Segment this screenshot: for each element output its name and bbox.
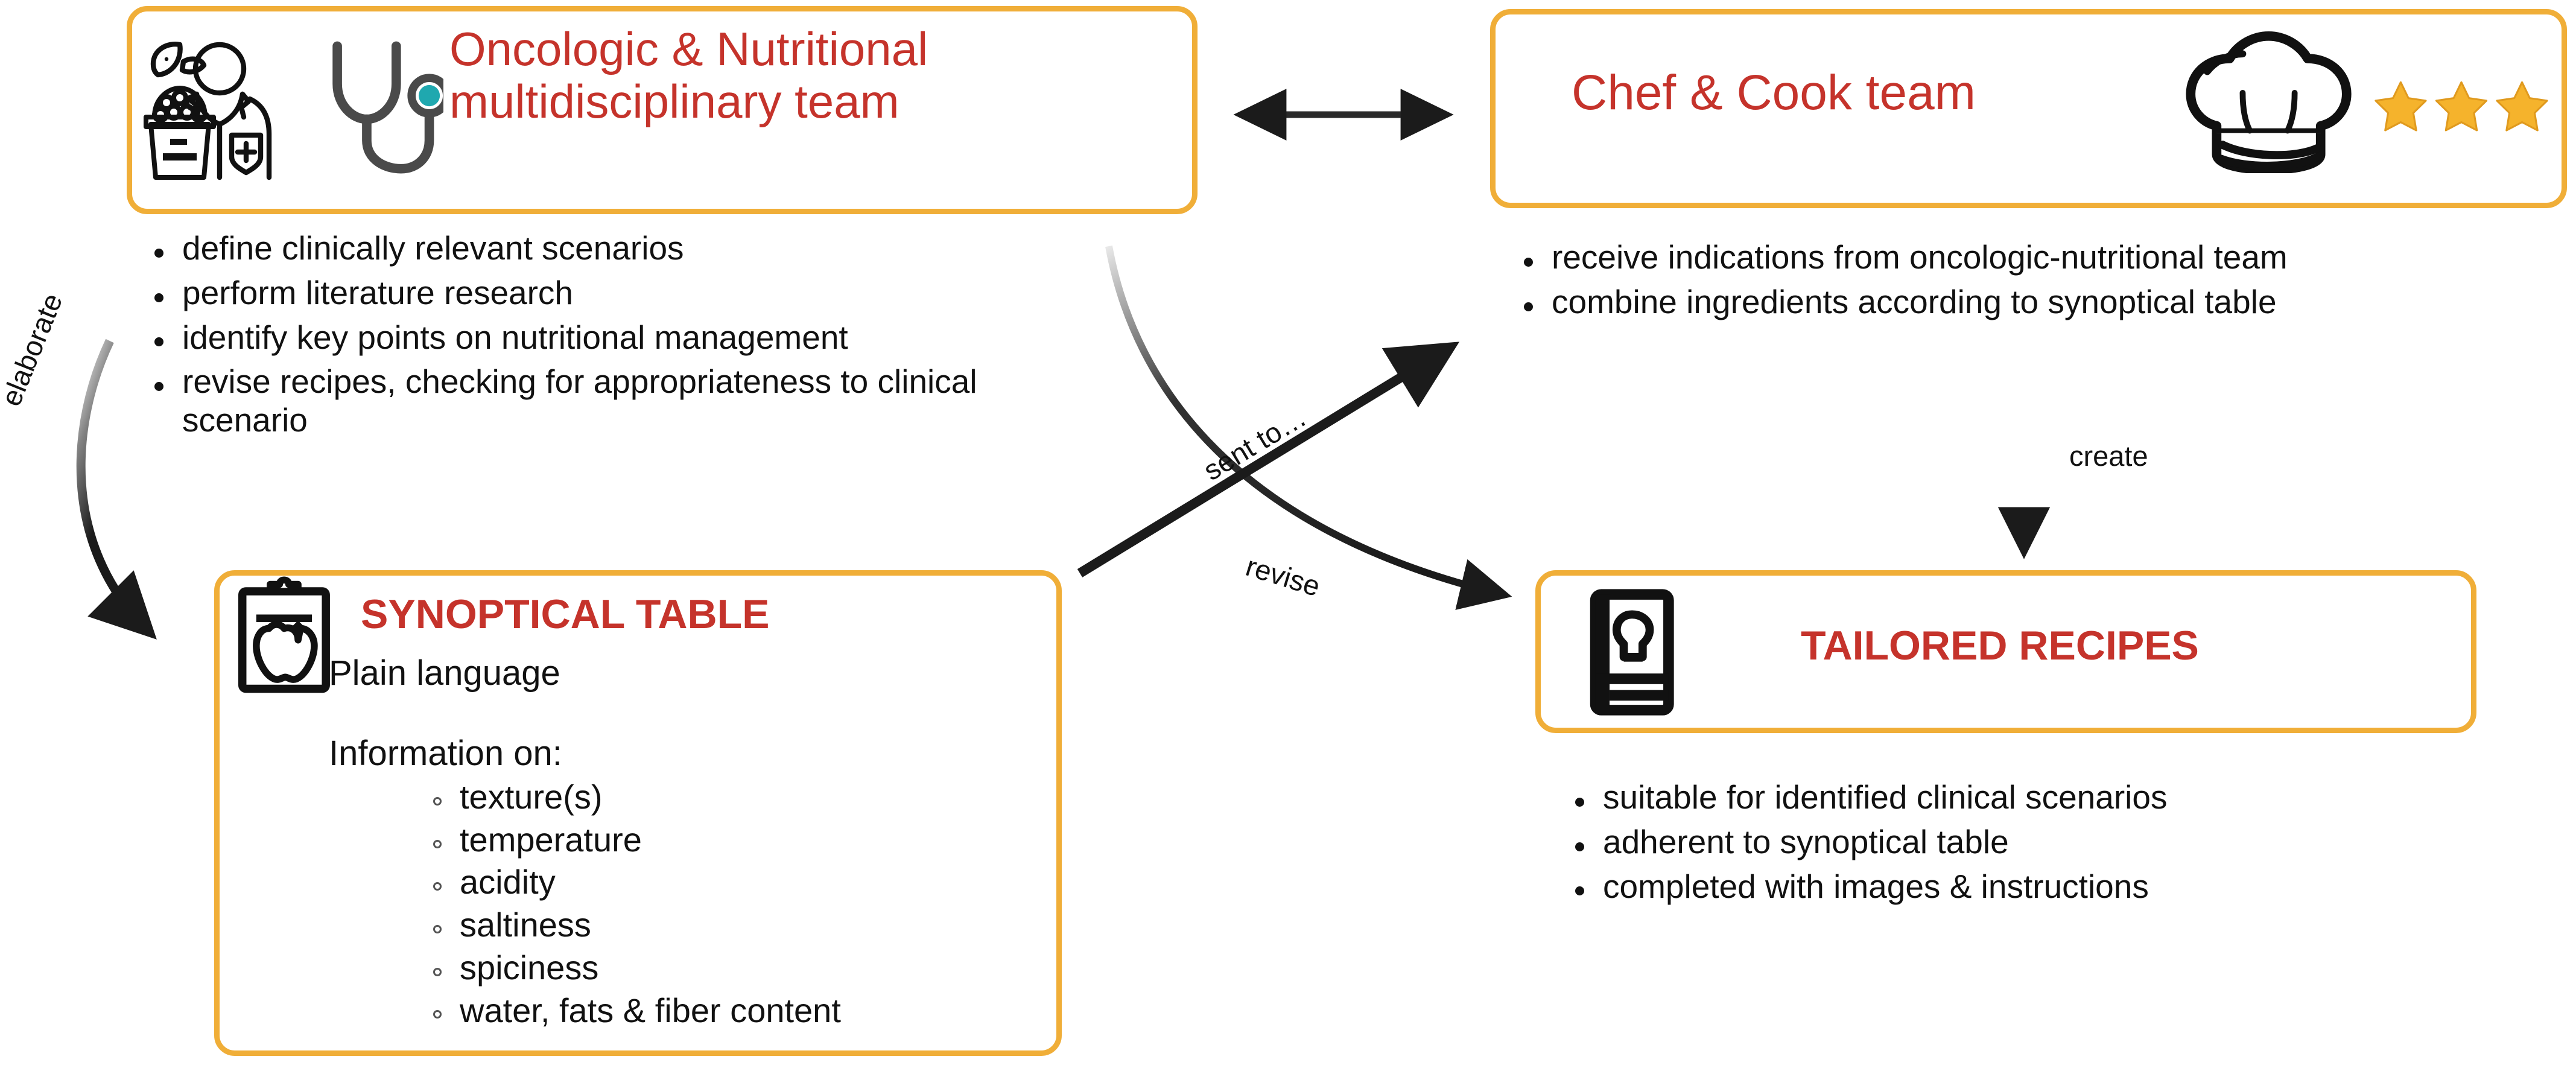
chef-team-bullets: receive indications from oncologic-nutri… [1514,238,2552,328]
revise-label: revise [1242,549,1324,603]
list-item: identify key points on nutritional manag… [145,319,1086,357]
chef-hat-icon [2181,31,2359,174]
chef-team-title: Chef & Cook team [1572,65,1976,121]
list-item: combine ingredients according to synopti… [1514,283,2552,322]
oncologic-team-card[interactable] [127,6,1198,214]
list-item: temperature [422,821,1044,859]
create-label: create [2069,440,2148,472]
list-item: water, fats & fiber content [422,991,1044,1030]
list-item: acidity [422,863,1044,901]
oncologic-team-title-line2: multidisciplinary team [449,75,899,129]
list-item: texture(s) [422,778,1044,816]
oncologic-team-title: Oncologic & Nutritional multidisciplinar… [449,22,1182,129]
recipe-book-icon [1584,588,1692,716]
sent-to-arrow [1077,342,1460,577]
synoptical-table-items: texture(s) temperature acidity saltiness… [422,778,1044,1034]
clipboard-apple-icon [235,576,347,697]
list-item: receive indications from oncologic-nutri… [1514,238,2552,277]
list-item: perform literature research [145,274,1086,313]
oncologic-team-title-line1: Oncologic & Nutritional [449,22,928,75]
elaborate-arrow [76,338,157,640]
synoptical-table-section-label: Information on: [329,734,562,773]
chef-team-title-text: Chef & Cook team [1572,65,1976,120]
tailored-recipes-title-text: TAILORED RECIPES [1801,623,2199,669]
synoptical-table-card[interactable] [214,570,1062,1056]
stethoscope-icon [314,36,451,181]
oncologic-team-bullets: define clinically relevant scenarios per… [145,229,1086,446]
synoptical-table-subtitle: Plain language [329,653,560,693]
list-item: revise recipes, checking for appropriate… [145,363,1086,440]
synoptical-table-title-text: SYNOPTICAL TABLE [361,591,770,637]
synoptical-table-title: SYNOPTICAL TABLE [361,591,770,637]
list-item: completed with images & instructions [1566,868,2531,906]
nutrition-doctor-icon [144,35,288,186]
star-rating [2374,78,2549,133]
list-item: define clinically relevant scenarios [145,229,1086,268]
tailored-recipes-bullets: suitable for identified clinical scenari… [1566,778,2531,912]
tailored-recipes-card[interactable] [1535,570,2476,733]
list-item: spiciness [422,949,1044,987]
tailored-recipes-title: TAILORED RECIPES [1801,623,2199,669]
list-item: suitable for identified clinical scenari… [1566,778,2531,817]
list-item: saltiness [422,906,1044,944]
sent-to-label: sent to… [1198,400,1312,487]
elaborate-label: elaborate [0,288,69,411]
list-item: adherent to synoptical table [1566,823,2531,862]
